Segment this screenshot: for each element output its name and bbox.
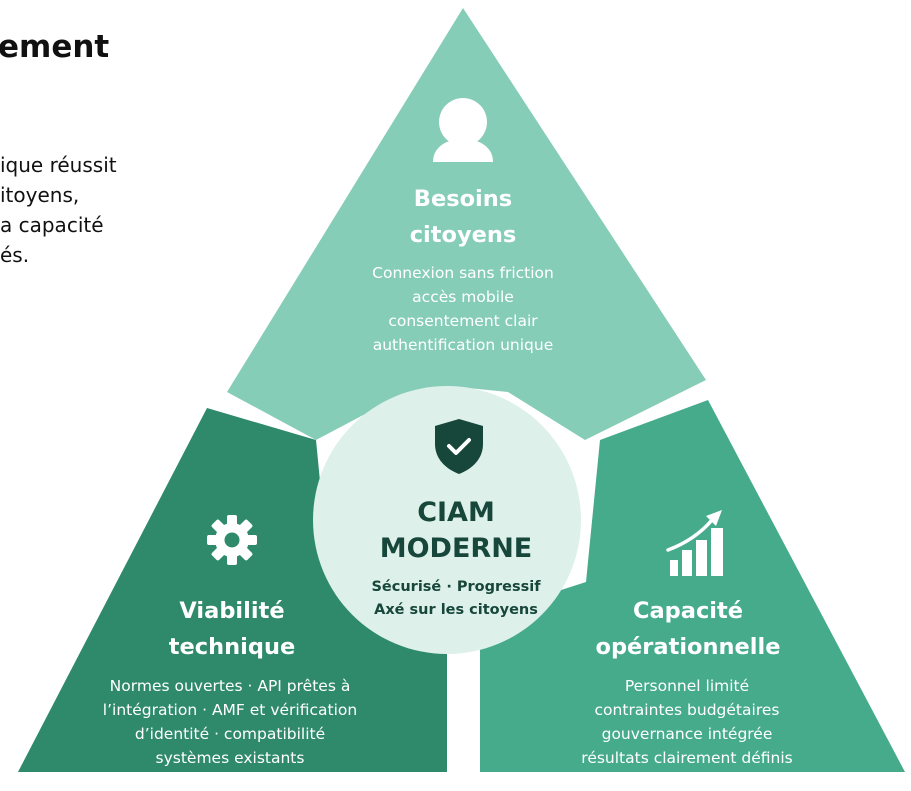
intro-line: és. <box>0 243 30 267</box>
right-body-line: résultats clairement définis <box>581 749 792 767</box>
intro-paragraph: ique réussit itoyens, a capacité és. <box>0 150 240 270</box>
top-body-line: Connexion sans friction <box>372 264 554 282</box>
left-title-line: Viabilité <box>179 598 284 624</box>
top-segment <box>227 8 706 440</box>
right-body-line: gouvernance intégrée <box>602 725 773 743</box>
page-heading: ement <box>0 29 110 65</box>
top-title-line: citoyens <box>410 222 517 248</box>
intro-line: ique réussit <box>0 153 117 177</box>
left-title-line: technique <box>169 634 296 660</box>
shield-check-icon <box>435 419 483 474</box>
left-body-line: d’identité · compatibilité <box>135 725 325 743</box>
intro-line: itoyens, <box>0 183 80 207</box>
left-body-line: Normes ouvertes · API prêtes à <box>110 677 351 695</box>
gear-icon <box>207 515 257 565</box>
right-segment <box>480 400 905 772</box>
top-body-line: accès mobile <box>412 288 514 306</box>
right-title-line: Capacité <box>633 598 743 624</box>
left-body-line: systèmes existants <box>156 749 305 767</box>
right-body-line: Personnel limité <box>625 677 749 695</box>
intro-line: a capacité <box>0 213 104 237</box>
center-circle <box>313 386 581 654</box>
center-subtitle-line: Sécurisé · Progressif <box>371 579 541 595</box>
left-segment <box>18 408 447 772</box>
user-icon <box>433 98 493 162</box>
center-title-line: MODERNE <box>380 533 533 564</box>
right-body-line: contraintes budgétaires <box>595 701 780 719</box>
right-title-line: opérationnelle <box>595 634 780 660</box>
top-title-line: Besoins <box>414 186 512 212</box>
growth-chart-icon <box>666 510 723 576</box>
top-body-line: consentement clair <box>388 312 538 330</box>
center-subtitle-line: Axé sur les citoyens <box>374 602 538 618</box>
top-body-line: authentification unique <box>373 336 554 354</box>
center-title-line: CIAM <box>417 497 495 528</box>
left-body-line: l’intégration · AMF et vérification <box>103 701 357 719</box>
